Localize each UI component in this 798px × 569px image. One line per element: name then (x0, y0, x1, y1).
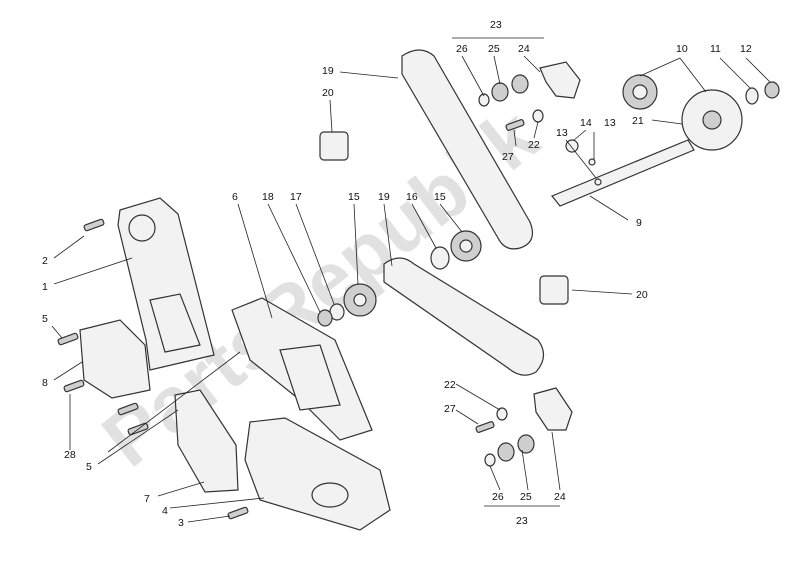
belt-cover-middle-window (279, 344, 341, 411)
inspection-cover-lower (174, 389, 239, 493)
callout-23-top: 23 (490, 19, 502, 31)
callout-26-bottom: 26 (492, 491, 504, 503)
callout-22-bottom: 22 (444, 379, 456, 391)
inspection-cover-left (79, 319, 151, 399)
callout-23-bottom: 23 (516, 515, 528, 527)
tensioner-bracket-24a (539, 61, 581, 99)
drive-gear-10-hub (632, 84, 648, 100)
callout-26-top: 26 (456, 43, 468, 55)
bearing-18 (317, 309, 333, 327)
screw-3 (227, 506, 249, 520)
callout-10: 10 (676, 43, 688, 55)
callout-labels: 23 26 25 24 10 11 12 19 20 21 14 13 13 2… (42, 19, 752, 529)
callout-13-left: 13 (556, 127, 568, 139)
callout-5-bottom: 5 (86, 461, 92, 473)
callout-7: 7 (144, 493, 150, 505)
callout-27-top: 27 (502, 151, 514, 163)
callout-25-top: 25 (488, 43, 500, 55)
callout-24-bottom: 24 (554, 491, 566, 503)
callout-24-top: 24 (518, 43, 530, 55)
callout-15-left: 15 (348, 191, 360, 203)
callout-15-right: 15 (434, 191, 446, 203)
callout-12: 12 (740, 43, 752, 55)
callout-22-top: 22 (528, 139, 540, 151)
callout-13-right: 13 (604, 117, 616, 129)
callout-27-bottom: 27 (444, 403, 456, 415)
circlip-26a (478, 93, 490, 107)
callout-17: 17 (290, 191, 302, 203)
bearing-25c (497, 442, 515, 462)
callout-14: 14 (580, 117, 592, 129)
nut-12 (764, 81, 780, 99)
callout-28: 28 (64, 449, 76, 461)
bearing-25d (517, 434, 535, 454)
camshaft (551, 139, 695, 207)
tensioner-bracket-24b (533, 387, 573, 431)
callout-19-top: 19 (322, 65, 334, 77)
screw-27b (475, 421, 495, 433)
camshaft-pulley-hub (702, 110, 722, 130)
callout-11: 11 (710, 43, 721, 55)
bearing-25b (511, 74, 529, 94)
screw-28b (117, 402, 139, 416)
timing-belt-upper (401, 49, 533, 250)
spacer-20a (319, 131, 349, 161)
washer-22b (496, 407, 508, 421)
screw-5a (57, 332, 79, 346)
bearing-25a (491, 82, 509, 102)
screw-2 (83, 218, 105, 232)
washer-22a (532, 109, 544, 123)
belt-cover-rear-window (149, 293, 201, 353)
callout-6: 6 (232, 191, 238, 203)
spacer-20b (539, 275, 569, 305)
callout-25-bottom: 25 (520, 491, 532, 503)
callout-1: 1 (42, 281, 48, 293)
callout-19-mid: 19 (378, 191, 390, 203)
callout-3: 3 (178, 517, 184, 529)
callout-8: 8 (42, 377, 48, 389)
callout-21: 21 (632, 115, 644, 127)
screw-27a (505, 119, 525, 131)
seal-14 (565, 139, 579, 153)
leader-lines (51, 37, 771, 523)
callout-2: 2 (42, 255, 48, 267)
callout-20-top: 20 (322, 87, 334, 99)
callout-4: 4 (162, 505, 168, 517)
callout-18: 18 (262, 191, 274, 203)
screw-28a (63, 379, 85, 393)
belt-cover-front (244, 417, 391, 531)
belt-cover-front-boss (311, 482, 349, 508)
belt-cover-rear-hole (128, 214, 156, 242)
washer-16 (430, 246, 450, 270)
circlip-26b (484, 453, 496, 467)
woodruff-key-13a (588, 158, 596, 166)
tensioner-roller-15a-hub (353, 293, 367, 307)
callout-16: 16 (406, 191, 418, 203)
callout-9: 9 (636, 217, 642, 229)
washer-11 (745, 87, 759, 105)
woodruff-key-13b (594, 178, 602, 186)
tensioner-roller-15b-hub (459, 239, 473, 253)
callout-20-right: 20 (636, 289, 648, 301)
timing-belt-lower (383, 257, 545, 376)
callout-5-top: 5 (42, 313, 48, 325)
